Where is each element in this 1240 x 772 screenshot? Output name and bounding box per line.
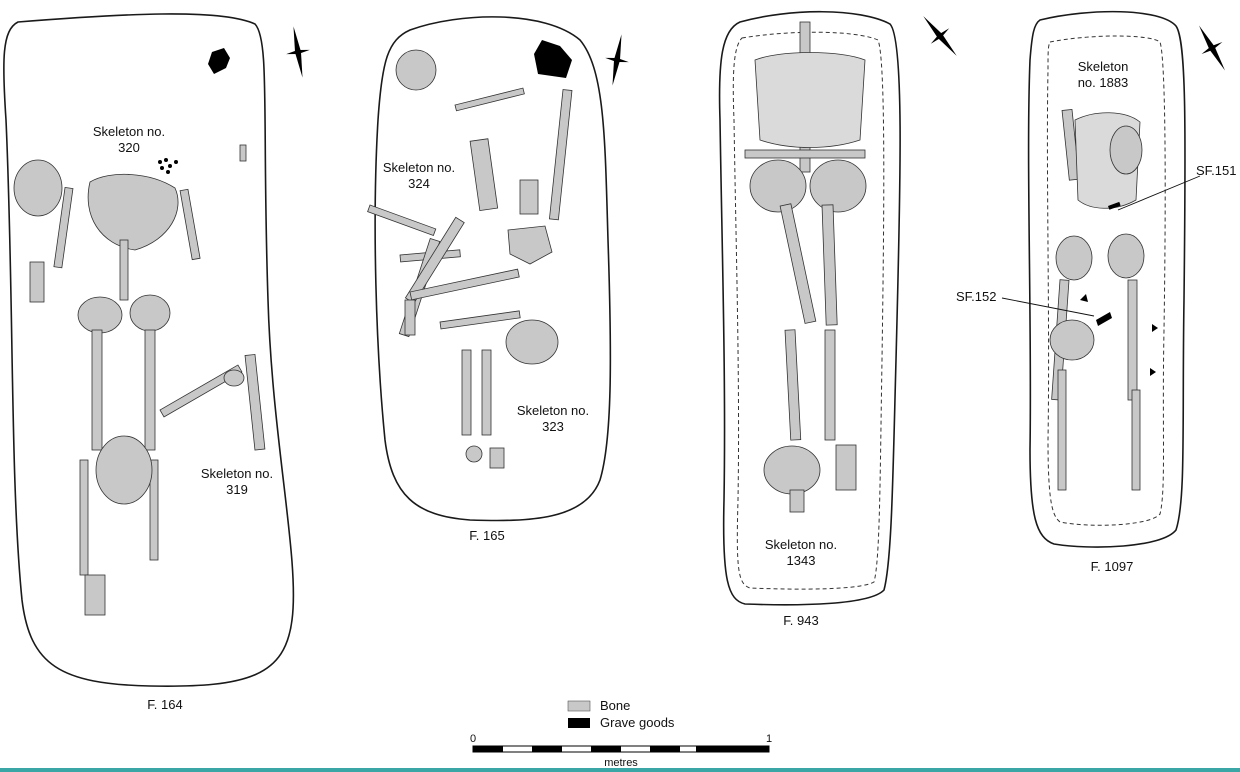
grave-f165	[367, 16, 634, 522]
skeleton-324	[367, 49, 573, 338]
sf152-leader	[1001, 297, 1095, 317]
grave-f1097	[1001, 10, 1236, 548]
grave-good-vessel	[208, 48, 230, 74]
skeleton-label-1343: Skeleton no. 1343	[764, 537, 838, 568]
grave-f943	[718, 8, 966, 606]
legend-bone-swatch	[567, 700, 591, 712]
legend-grave-goods-swatch	[568, 718, 590, 728]
skeleton-1883	[1049, 109, 1145, 491]
skeleton-label-324: Skeleton no. 324	[382, 160, 456, 191]
skeleton-320	[13, 144, 247, 616]
grave-good-beads	[158, 158, 178, 174]
skeleton-label-319: Skeleton no. 319	[200, 466, 274, 497]
small-find-label-sf151: SF.151	[1196, 163, 1237, 178]
grave-outline	[374, 16, 612, 522]
grave-good-vessel	[534, 40, 572, 78]
legend-bone-label: Bone	[600, 698, 631, 713]
skeleton-323	[404, 268, 559, 469]
grave-goods-small-finds	[1080, 201, 1158, 376]
sf151-leader	[1117, 175, 1201, 211]
north-arrow-icon	[914, 8, 966, 64]
north-arrow-icon	[600, 32, 634, 88]
legend-grave-goods-label: Grave goods	[600, 715, 675, 730]
bottom-accent-bar	[0, 768, 1240, 772]
skeleton-label-1883: Skeleton no. 1883	[1077, 59, 1129, 90]
grave-cut-dashed	[1046, 35, 1166, 526]
feature-label-f1097: F. 1097	[1090, 559, 1134, 574]
feature-label-f943: F. 943	[783, 613, 819, 628]
north-arrow-icon	[1188, 19, 1236, 77]
skeleton-319	[95, 354, 266, 505]
feature-label-f164: F. 164	[147, 697, 183, 712]
grave-cut-dashed	[732, 31, 885, 590]
grave-outline	[3, 13, 295, 687]
grave-f164	[3, 13, 315, 687]
scale-end-label: 1	[765, 733, 773, 745]
grave-outline	[1027, 10, 1186, 548]
feature-label-f165: F. 165	[469, 528, 505, 543]
grave-outline	[718, 10, 901, 606]
scale-bar	[472, 745, 770, 753]
small-find-label-sf152: SF.152	[956, 289, 997, 304]
skeleton-label-323: Skeleton no. 323	[516, 403, 590, 434]
legend	[567, 700, 591, 728]
scale-unit-label: metres	[604, 757, 638, 769]
skeleton-1343	[744, 21, 867, 513]
scale-start-label: 0	[469, 733, 477, 745]
north-arrow-icon	[281, 24, 315, 80]
skeleton-label-320: Skeleton no. 320	[92, 124, 166, 155]
